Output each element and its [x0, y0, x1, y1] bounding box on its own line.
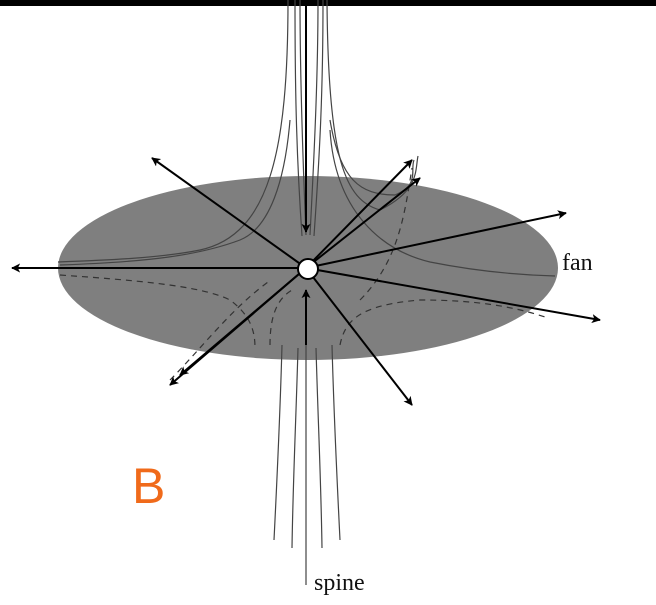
fan-label: fan: [562, 250, 593, 276]
ray-upper-right-2: [305, 177, 421, 269]
ray-lower-right: [305, 267, 601, 324]
fan-field-lines: [59, 119, 556, 381]
ray-right: [305, 210, 567, 269]
fan-rays: [11, 157, 601, 406]
null-point: [297, 258, 319, 280]
spine-field-lines-top: [57, 0, 419, 263]
top-bar: [0, 0, 656, 6]
ray-upper-right: [305, 159, 413, 269]
spine-field-lines-bottom: [273, 300, 341, 585]
ray-upper-left: [151, 157, 307, 269]
panel-label: B: [132, 458, 165, 514]
ray-lower-left-2: [179, 267, 307, 376]
ray-lower-right-2: [305, 267, 413, 406]
spine-label: spine: [314, 570, 365, 596]
